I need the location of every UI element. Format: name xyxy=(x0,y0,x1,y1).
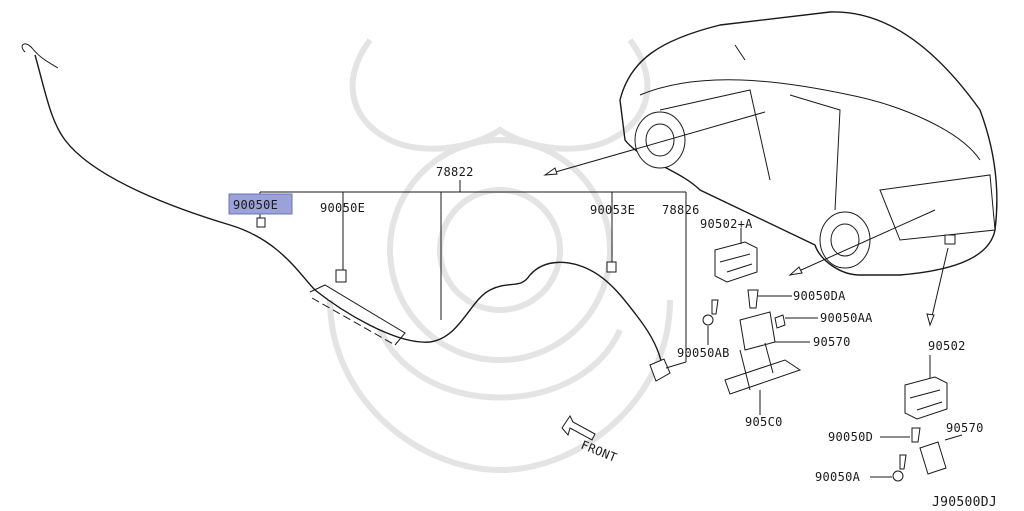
label-905c0[interactable]: 905C0 xyxy=(745,415,783,429)
label-90050d[interactable]: 90050D xyxy=(828,430,873,444)
label-90502[interactable]: 90502 xyxy=(928,339,966,353)
diagram-code: J90500DJ xyxy=(932,495,997,510)
cable-assembly xyxy=(21,43,671,382)
latch-assembly-b xyxy=(870,355,963,482)
selected-part-highlight[interactable] xyxy=(228,193,293,215)
label-90502a[interactable]: 90502+A xyxy=(700,217,753,231)
label-90050aa[interactable]: 90050AA xyxy=(820,311,873,325)
label-78822[interactable]: 78822 xyxy=(436,165,474,179)
label-90050e-selected[interactable]: 90050E xyxy=(233,198,278,212)
label-90570-a[interactable]: 90570 xyxy=(813,335,851,349)
label-90050a[interactable]: 90050A xyxy=(815,470,861,484)
label-78826[interactable]: 78826 xyxy=(662,203,700,217)
watermark-emblem xyxy=(327,38,673,474)
latch-assembly-a xyxy=(702,228,818,415)
label-90050ab[interactable]: 90050AB xyxy=(677,346,730,360)
label-90050e[interactable]: 90050E xyxy=(320,201,365,215)
arrows xyxy=(543,111,949,441)
front-direction-label: FRONT xyxy=(579,438,619,465)
label-90050da[interactable]: 90050DA xyxy=(793,289,846,303)
label-90570-b[interactable]: 90570 xyxy=(946,421,984,435)
label-90053e[interactable]: 90053E xyxy=(590,203,635,217)
vehicle-illustration xyxy=(619,11,998,276)
front-arrow-icon xyxy=(561,415,596,441)
